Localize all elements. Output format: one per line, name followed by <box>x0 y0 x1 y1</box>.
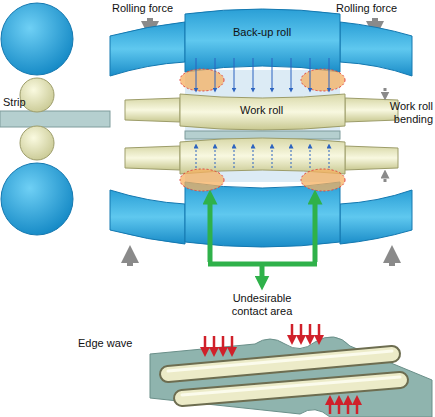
pressure-arrow <box>272 146 273 168</box>
pressure-arrow <box>253 146 254 168</box>
edge-wave-label: Edge wave <box>78 337 148 350</box>
edge-wave-illustration <box>150 324 432 417</box>
backup-roll-label: Back-up roll <box>233 26 291 39</box>
lower-backup-roll <box>110 182 412 247</box>
pressure-arrow <box>310 58 311 90</box>
pressure-arrow <box>253 58 254 90</box>
pressure-arrow <box>310 146 311 168</box>
upper-work-roll <box>125 94 398 130</box>
lower-work-roll <box>125 138 398 174</box>
pressure-arrow <box>329 58 330 90</box>
roll-name: Back-up roll <box>233 26 291 39</box>
force-label: Rolling force <box>336 2 416 15</box>
strip-label: Strip <box>3 96 63 109</box>
pressure-arrow <box>291 58 292 90</box>
pressure-arrow <box>272 58 273 90</box>
force-label: Rolling force <box>112 2 192 15</box>
upper-backup-roll <box>110 9 412 76</box>
side-view <box>0 3 110 235</box>
roll-name: Work roll <box>240 104 283 117</box>
pressure-arrows <box>196 58 329 168</box>
pressure-arrow <box>215 58 216 90</box>
pressure-arrow <box>196 58 197 90</box>
bending-arrows <box>384 88 387 182</box>
contact-areas <box>180 69 345 191</box>
pressure-arrow <box>234 146 235 168</box>
contact-label: Undesirable contact area <box>222 292 302 318</box>
pressure-arrow <box>291 146 292 168</box>
pressure-arrow <box>215 146 216 168</box>
pressure-arrow <box>329 146 330 168</box>
bending-label: Work roll bending <box>378 100 433 126</box>
green-pointer <box>208 197 317 283</box>
work-roll-label: Work roll <box>240 104 283 117</box>
pressure-arrow <box>196 146 197 168</box>
pressure-arrow <box>234 58 235 90</box>
